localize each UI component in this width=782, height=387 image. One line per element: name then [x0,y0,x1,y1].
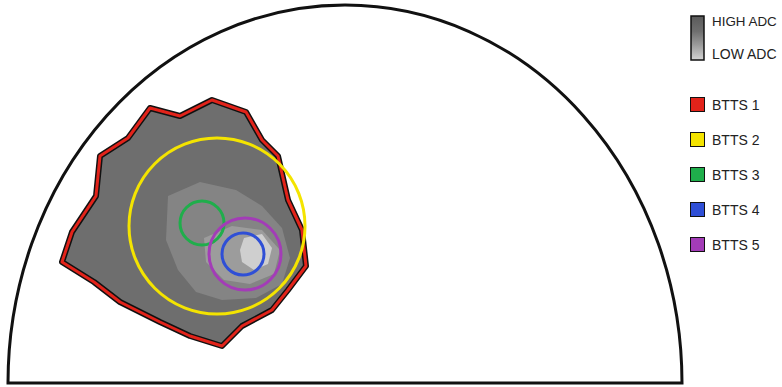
legend-swatch [690,132,705,147]
legend-swatch [690,97,705,112]
btts1-outline [62,100,306,346]
adc-scale-bar [691,16,704,60]
legend-label: BTTS 4 [712,202,759,218]
scale-label: HIGH ADC [712,14,777,30]
legend-label: BTTS 1 [712,97,759,113]
btts3-circle [180,201,224,245]
dome-outline [8,5,682,383]
legend-label: BTTS 3 [712,167,759,183]
tumor-region [62,100,306,346]
scale-label: LOW ADC [712,46,777,62]
legend-swatch [690,202,705,217]
legend-label: BTTS 2 [712,132,759,148]
adc-mid-region [166,182,290,300]
btts4-circle [222,233,264,275]
legend-swatch [690,167,705,182]
legend-label: BTTS 5 [712,237,759,253]
btts5-circle [209,218,281,290]
btts2-circle [129,138,305,314]
legend-swatch [690,237,705,252]
